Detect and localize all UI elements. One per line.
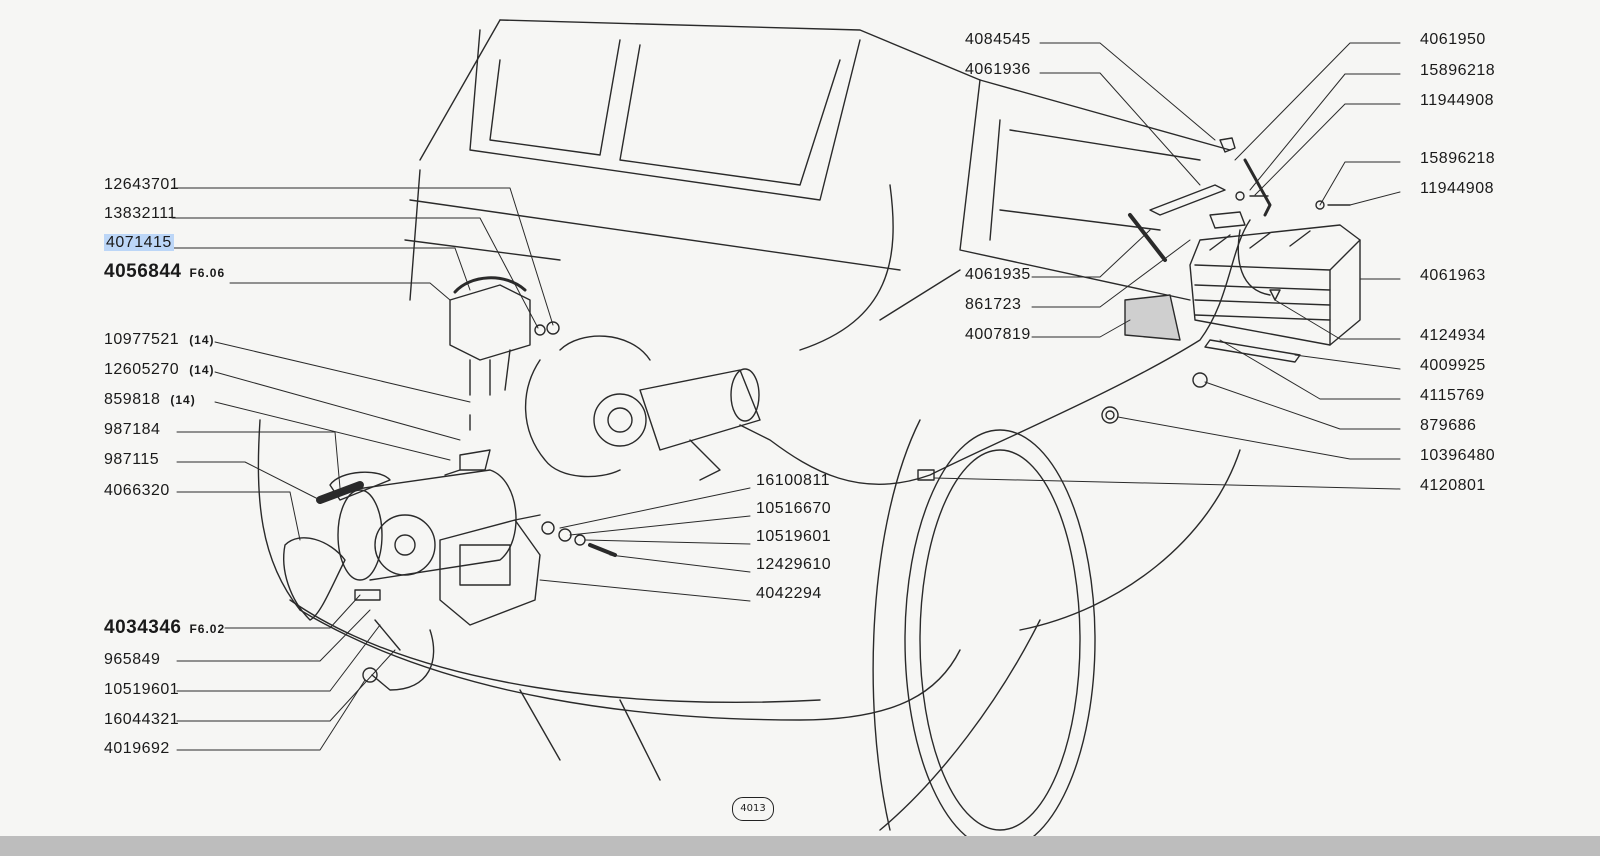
part-number: 4042294 [756,585,822,602]
part-label-10519601: 10519601 [756,528,831,546]
part-number: 4009925 [1420,357,1486,374]
part-label-4061950: 4061950 [1420,31,1486,49]
leader-lines [171,42,1401,751]
front-wheel [872,419,1096,851]
part-number: 4007819 [965,326,1031,343]
part-label-4061935: 4061935 [965,266,1031,284]
part-label-965849: 965849 [104,651,160,669]
part-number: 4120801 [1420,477,1486,494]
part-number: 12643701 [104,176,180,193]
part-label-16044321: 16044321 [104,711,179,729]
center-small-parts [541,521,617,557]
part-label-12605270: 12605270 (14) [104,361,215,379]
part-number: 4061963 [1420,267,1486,284]
part-label-4115769: 4115769 [1420,387,1485,405]
page-number-badge: 4013 [732,797,774,821]
part-label-10519601: 10519601 [104,681,179,699]
part-note: (14) [189,363,215,377]
part-number: 12605270 [104,361,180,378]
part-label-4124934: 4124934 [1420,327,1486,345]
part-label-879686: 879686 [1420,417,1476,435]
part-number: 4124934 [1420,327,1486,344]
part-number: 10519601 [104,681,180,698]
part-number: 859818 [104,391,161,408]
part-label-10516670: 10516670 [756,500,831,518]
part-number: 10977521 [104,331,180,348]
part-label-4019692: 4019692 [104,740,170,758]
part-label-861723: 861723 [965,296,1021,314]
voltage-regulator [449,276,560,396]
part-number: 15896218 [1420,150,1496,167]
part-note: F6.02 [189,622,226,636]
part-number: 4061950 [1420,31,1486,48]
part-label-4056844: 4056844 F6.06 [104,261,226,282]
part-number: 4061935 [965,266,1031,283]
part-number: 16044321 [104,711,180,728]
part-number: 12429610 [756,556,832,573]
battery-hold-down [1101,137,1351,424]
part-label-15896218: 15896218 [1420,62,1495,80]
part-label-4034346: 4034346 F6.02 [104,617,226,638]
battery [1189,224,1361,346]
part-number: 987184 [104,421,161,438]
part-number: 861723 [965,296,1022,313]
part-label-16100811: 16100811 [756,472,830,490]
part-number: 11944908 [1420,92,1494,109]
part-number: 4034346 [104,617,182,638]
part-label-4061936: 4061936 [965,61,1031,79]
part-label-987115: 987115 [104,451,159,469]
part-number: 4019692 [104,740,170,757]
part-label-859818: 859818 (14) [104,391,196,409]
part-label-4120801: 4120801 [1420,477,1486,495]
part-label-4007819: 4007819 [965,326,1031,344]
scan-bottom-edge [0,836,1600,856]
part-label-987184: 987184 [104,421,160,439]
part-number: 965849 [104,651,161,668]
part-label-4009925: 4009925 [1420,357,1486,375]
part-number: 4084545 [965,31,1031,48]
part-label-10396480: 10396480 [1420,447,1495,465]
part-label-4066320: 4066320 [104,482,170,500]
part-note: F6.06 [189,266,226,280]
part-label-13832111: 13832111 [104,205,177,223]
part-label-11944908: 11944908 [1420,180,1494,198]
part-label-4061963: 4061963 [1420,267,1486,285]
part-number: 879686 [1420,417,1477,434]
part-number: 11944908 [1420,180,1494,197]
part-label-10977521: 10977521 (14) [104,331,215,349]
part-label-11944908: 11944908 [1420,92,1494,110]
part-number: 10516670 [756,500,832,517]
car-body-outline [257,19,1241,831]
part-number: 4061936 [965,61,1031,78]
part-number: 987115 [104,451,160,468]
part-label-4084545: 4084545 [965,31,1031,49]
part-note: (14) [170,393,196,407]
part-number: 10396480 [1420,447,1496,464]
part-number: 4056844 [104,261,182,282]
part-label-12643701: 12643701 [104,176,179,194]
part-label-4071415: 4071415 [104,234,174,252]
part-label-4042294: 4042294 [756,585,822,603]
part-number: 10519601 [756,528,832,545]
part-label-12429610: 12429610 [756,556,831,574]
part-note: (14) [189,333,215,347]
battery-cable [739,184,1251,485]
part-number: 4066320 [104,482,170,499]
insulating-pad [1124,294,1181,341]
part-number: 15896218 [1420,62,1496,79]
engine-block [524,335,761,481]
part-number: 4071415 [104,234,174,251]
part-number: 16100811 [756,472,830,489]
generator-assembly [283,414,541,691]
part-number: 13832111 [104,205,177,222]
part-label-15896218: 15896218 [1420,150,1495,168]
part-number: 4115769 [1420,387,1485,404]
